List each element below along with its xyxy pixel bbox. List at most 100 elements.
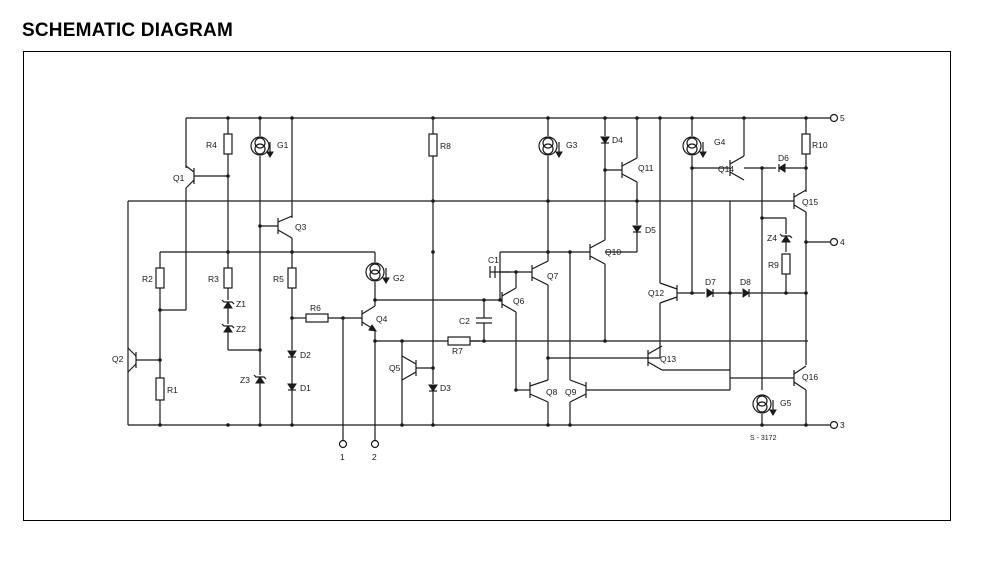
diode-d4: D4: [600, 118, 623, 170]
svg-text:Z4: Z4: [767, 233, 777, 243]
diode-d5: D5: [605, 225, 656, 253]
svg-text:Q4: Q4: [376, 314, 388, 324]
svg-text:R10: R10: [812, 140, 828, 150]
svg-text:R2: R2: [142, 274, 153, 284]
resistor-r2: R2: [142, 251, 375, 345]
terminal-4[interactable]: 4: [806, 237, 845, 247]
svg-text:Q3: Q3: [295, 222, 307, 232]
resistor-r3: R3: [208, 267, 233, 300]
resistor-r1: R1: [155, 345, 178, 425]
svg-text:R4: R4: [206, 140, 217, 150]
svg-text:Q8: Q8: [546, 387, 558, 397]
svg-text:R3: R3: [208, 274, 219, 284]
transistor-q2: Q2: [112, 347, 160, 373]
zener-z3: Z3: [240, 374, 267, 425]
transistor-q12: Q12: [648, 118, 705, 358]
svg-text:5: 5: [840, 113, 845, 123]
svg-text:D7: D7: [705, 277, 716, 287]
svg-text:R7: R7: [452, 346, 463, 356]
resistor-r5: R5: [273, 267, 297, 350]
diode-d1: D1: [287, 383, 311, 425]
transistor-q8: Q8: [516, 379, 558, 425]
diode-d8: D8: [740, 277, 806, 298]
diagram-frame: [23, 51, 951, 521]
diode-d6: D6: [778, 153, 806, 173]
svg-text:Q9: Q9: [565, 387, 577, 397]
svg-text:Z1: Z1: [236, 299, 246, 309]
resistor-r10: R10: [801, 118, 828, 192]
transistor-q4: Q4: [361, 300, 388, 332]
svg-text:G5: G5: [780, 398, 792, 408]
svg-text:Q5: Q5: [389, 363, 401, 373]
current-source-g5: G5: [752, 394, 792, 425]
svg-text:Q14: Q14: [718, 164, 734, 174]
resistor-r6: R6: [292, 303, 362, 323]
resistor-r9: R9: [768, 253, 791, 293]
svg-text:D4: D4: [612, 135, 623, 145]
svg-text:Q15: Q15: [802, 197, 818, 207]
svg-text:Q2: Q2: [112, 354, 124, 364]
svg-text:Q16: Q16: [802, 372, 818, 382]
transistor-q13: Q13: [647, 345, 730, 371]
svg-text:R6: R6: [310, 303, 321, 313]
transistor-q5: Q5: [375, 340, 480, 425]
svg-text:R1: R1: [167, 385, 178, 395]
zener-z1: Z1: [221, 299, 246, 324]
zener-z2: Z2: [221, 323, 260, 351]
svg-text:D6: D6: [778, 153, 789, 163]
terminal-2[interactable]: 2: [370, 330, 380, 462]
svg-text:R9: R9: [768, 260, 779, 270]
svg-text:G3: G3: [566, 140, 578, 150]
transistor-q14: Q14: [692, 118, 745, 181]
terminal-1[interactable]: 1: [338, 318, 348, 462]
transistor-q6: Q6: [500, 272, 525, 390]
drawing-code: S - 3172: [750, 435, 777, 442]
svg-text:D8: D8: [740, 277, 751, 287]
diode-d2: D2: [287, 350, 311, 384]
terminal-3[interactable]: 3: [829, 420, 846, 430]
transistor-q1: Q1: [173, 118, 228, 310]
svg-text:Q1: Q1: [173, 173, 185, 183]
transistor-q9: Q9: [565, 201, 731, 425]
transistor-q15: Q15: [793, 189, 818, 365]
svg-text:Q6: Q6: [513, 296, 525, 306]
resistor-r7: R7: [447, 336, 808, 356]
diode-d7: D7: [705, 277, 742, 298]
current-source-g4: G4: [682, 118, 726, 293]
svg-text:Q7: Q7: [547, 271, 559, 281]
zener-z4: Z4: [767, 218, 793, 252]
svg-text:G1: G1: [277, 140, 289, 150]
transistor-q7: Q7: [531, 260, 559, 286]
svg-text:C2: C2: [459, 316, 470, 326]
svg-text:3: 3: [840, 420, 845, 430]
transistor-q16: Q16: [730, 365, 818, 425]
svg-text:D5: D5: [645, 225, 656, 235]
terminal-5[interactable]: 5: [829, 113, 846, 123]
svg-text:Z2: Z2: [236, 324, 246, 334]
svg-text:G4: G4: [714, 137, 726, 147]
page-title: SCHEMATIC DIAGRAM: [22, 20, 233, 41]
svg-text:Z3: Z3: [240, 375, 250, 385]
svg-text:1: 1: [340, 452, 345, 462]
svg-text:R8: R8: [440, 141, 451, 151]
svg-text:4: 4: [840, 237, 845, 247]
svg-text:C1: C1: [488, 255, 499, 265]
transistor-q11: Q11: [621, 118, 654, 225]
current-source-g3: G3: [538, 118, 578, 261]
svg-text:Q12: Q12: [648, 288, 664, 298]
svg-text:G2: G2: [393, 273, 405, 283]
svg-text:Q11: Q11: [638, 163, 654, 173]
svg-text:2: 2: [372, 452, 377, 462]
svg-text:R5: R5: [273, 274, 284, 284]
svg-text:D2: D2: [300, 350, 311, 360]
svg-text:Q13: Q13: [660, 354, 676, 364]
transistor-q10: Q10: [589, 170, 621, 341]
diode-d3: D3: [428, 383, 451, 425]
current-source-g1: G1: [250, 118, 289, 375]
svg-text:D1: D1: [300, 383, 311, 393]
resistor-r4: R4: [206, 118, 233, 268]
resistor-r8: R8: [428, 118, 451, 384]
capacitor-c2: C2: [459, 300, 492, 341]
svg-text:D3: D3: [440, 383, 451, 393]
